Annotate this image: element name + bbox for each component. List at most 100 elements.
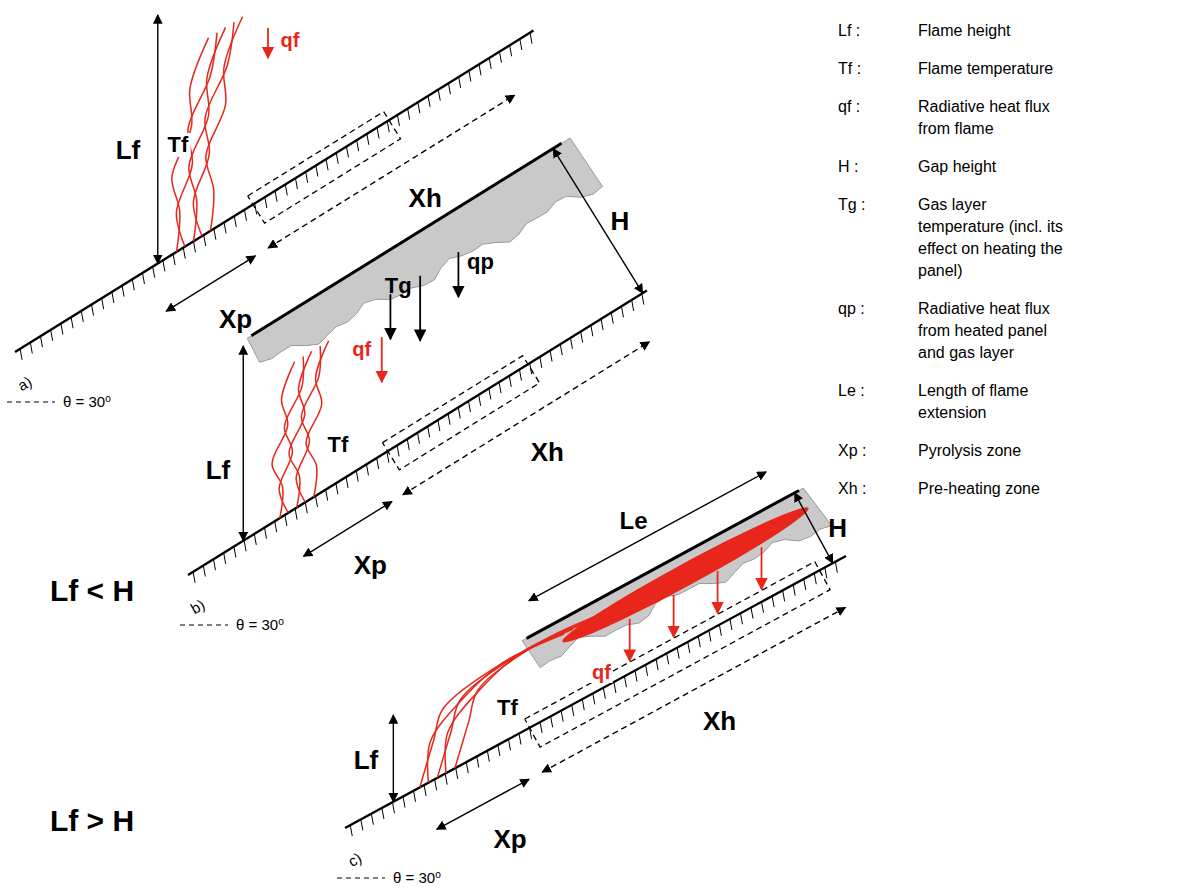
hatch-tick (203, 566, 205, 577)
hatch-tick (601, 319, 603, 330)
hatch-tick (804, 579, 806, 590)
angle-reference (7, 401, 55, 402)
hatch-tick (51, 330, 53, 341)
hatch-tick (445, 774, 447, 785)
hatch-tick (377, 128, 379, 139)
hatch-tick (163, 260, 165, 271)
angle-reference (180, 624, 228, 625)
hatch-tick (632, 300, 634, 311)
condition-label: Lf < H (50, 574, 134, 607)
heat-flux-arrow (390, 294, 392, 339)
hatch-tick (646, 665, 648, 676)
legend-definition: Gas layer temperature (incl. its effect … (918, 194, 1073, 282)
hatch-tick (570, 338, 572, 349)
angle-label: θ = 30⁰ (393, 870, 441, 887)
hatch-tick (730, 619, 732, 630)
hatch-tick (40, 336, 42, 347)
hatch-tick (614, 682, 616, 693)
hatch-tick (392, 802, 394, 813)
hatch-tick (459, 77, 461, 88)
legend-definition: Flame temperature (918, 58, 1073, 80)
hatch-tick (265, 197, 267, 208)
hatch-tick (193, 572, 195, 583)
panel-letter: a) (15, 374, 35, 395)
hatch-tick (377, 458, 379, 469)
flame-strand (272, 362, 295, 518)
hatch-tick (677, 648, 679, 659)
hatch-tick (435, 779, 437, 790)
ceiling-panel (251, 143, 561, 335)
hatch-tick (346, 477, 348, 488)
hatch-tick (509, 376, 511, 387)
hatch-tick (656, 659, 658, 670)
hatch-tick (285, 515, 287, 526)
hatch-tick (275, 521, 277, 532)
hatch-tick (414, 791, 416, 802)
gap-height-arrow (553, 149, 643, 293)
hatch-tick (336, 483, 338, 494)
hatch-tick (234, 547, 236, 558)
panel-letter: b) (188, 597, 208, 618)
heat-flux-arrow (457, 252, 459, 297)
hatch-tick (560, 344, 562, 355)
hatch-tick (306, 172, 308, 183)
flame-strand (206, 17, 243, 231)
pyrolysis-arrow (437, 779, 529, 829)
hatch-tick (204, 235, 206, 246)
hatch-tick (122, 286, 124, 297)
legend-symbol: Xp : (838, 440, 866, 462)
hatch-tick (667, 653, 669, 664)
symbol-label: Xp (219, 304, 252, 333)
hatch-tick (498, 745, 500, 756)
hatch-tick (213, 559, 215, 570)
hatch-tick (61, 324, 63, 335)
slope-surface (15, 31, 533, 352)
hatch-tick (153, 267, 155, 278)
hatch-tick (456, 768, 458, 779)
hatch-tick (295, 509, 297, 520)
angle-label: θ = 30⁰ (63, 394, 111, 411)
hatch-tick (603, 688, 605, 699)
heat-flux-arrow (673, 595, 675, 637)
hatch-tick (326, 159, 328, 170)
hatch-tick (20, 349, 22, 360)
hatch-tick (479, 64, 481, 75)
legend-symbol: Xh : (838, 478, 866, 500)
hatch-tick (71, 317, 73, 328)
heat-flux-arrow (761, 547, 763, 589)
pyrolysis-arrow (304, 502, 392, 557)
hatch-tick (255, 203, 257, 214)
hatch-tick (540, 722, 542, 733)
legend-definition: Pyrolysis zone (918, 440, 1073, 462)
heat-flux-arrow (267, 28, 269, 58)
hatch-tick (234, 216, 236, 227)
legend-definition: Gap height (918, 156, 1073, 178)
flame-extension (557, 498, 814, 651)
hatch-tick (254, 534, 256, 545)
hatch-tick (825, 567, 827, 578)
preheat-arrow (268, 95, 514, 248)
symbol-label: Le (620, 508, 648, 534)
hatch-tick (448, 414, 450, 425)
symbol-label: Tf (326, 433, 351, 457)
hatch-tick (520, 39, 522, 50)
symbol-label: Xh (409, 183, 442, 212)
flame-strand (445, 620, 590, 773)
hatch-tick (81, 311, 83, 322)
legend-symbol: Tf : (838, 58, 861, 80)
symbol-label: H (611, 207, 630, 236)
hatch-tick (581, 332, 583, 343)
panel-letter: c) (345, 850, 364, 871)
hatch-tick (397, 445, 399, 456)
hatch-tick (510, 45, 512, 56)
hatch-tick (688, 642, 690, 653)
hatch-tick (719, 625, 721, 636)
hatch-tick (244, 540, 246, 551)
hatch-tick (479, 395, 481, 406)
legend-definition: Pre-heating zone (918, 478, 1073, 500)
hatch-tick (621, 306, 623, 317)
preheat-arrow (542, 607, 845, 772)
hatch-tick (448, 83, 450, 94)
legend-definition: Radiative heat flux from flame (918, 96, 1073, 140)
